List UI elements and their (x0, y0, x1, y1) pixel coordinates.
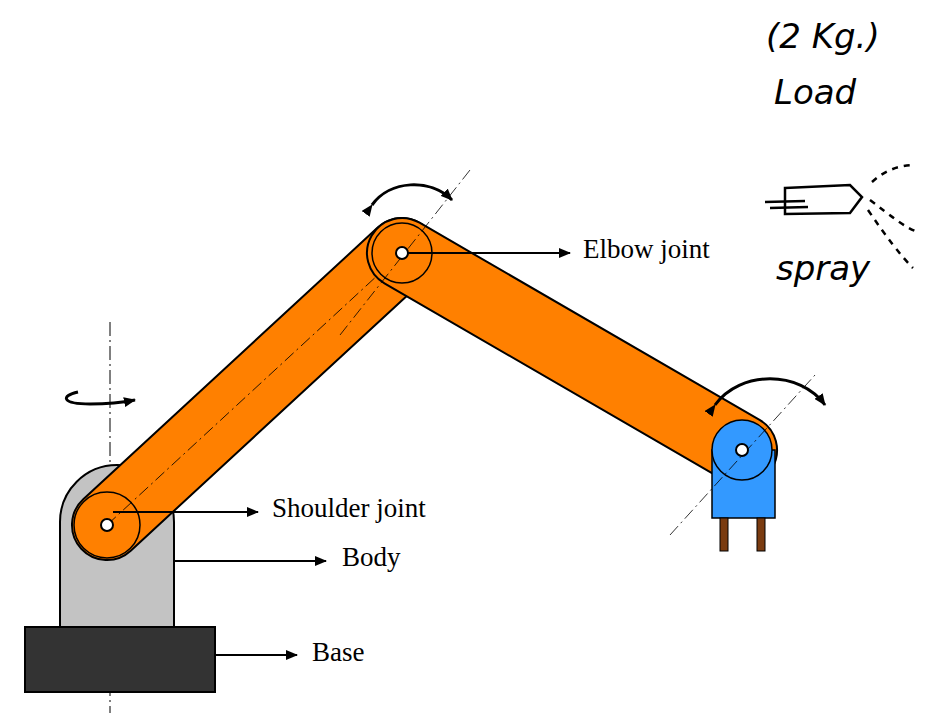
rotation-arrow (715, 379, 825, 405)
leader-arrow (408, 252, 570, 254)
rotation-arrow (372, 185, 452, 205)
base-block (25, 627, 215, 692)
part-label: Body (342, 543, 401, 573)
rotation-arrow (66, 392, 135, 404)
pivot-pin (396, 247, 408, 259)
leader-arrow (175, 560, 326, 562)
part-label: Base (312, 638, 364, 668)
upper-arm (58, 204, 452, 575)
wrist-joint (712, 420, 772, 480)
part-label: Elbow joint (583, 235, 710, 265)
pivot-pin (101, 519, 113, 531)
wrist-axis (670, 375, 815, 535)
pivot-pin (736, 444, 748, 456)
load-note: Load (774, 74, 856, 111)
leader-arrow (215, 654, 297, 656)
gripper-finger (720, 518, 728, 551)
part-label: Shoulder joint (272, 494, 426, 524)
gripper-finger (757, 518, 765, 551)
forearm (354, 205, 790, 498)
leader-arrow (113, 511, 258, 513)
load-mass-note: (2 Kg.) (766, 18, 880, 55)
shoulder-ring (74, 492, 140, 558)
spray-note: spray (776, 250, 870, 287)
